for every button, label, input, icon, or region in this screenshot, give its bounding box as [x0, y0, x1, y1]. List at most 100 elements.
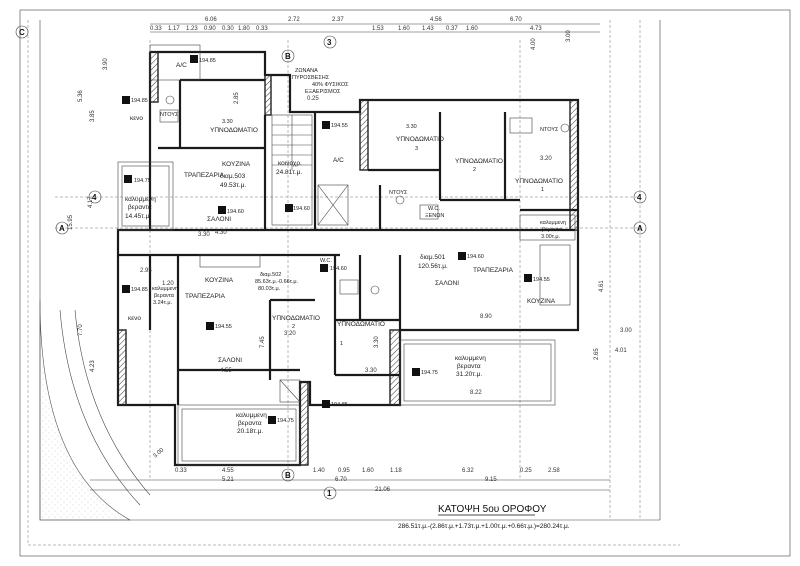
dim-top-5: 1.80 [238, 26, 250, 32]
dim-m-11: 4.30 [215, 230, 227, 236]
dim-m-0: 4.00 [531, 38, 537, 50]
dim-bot-1: 4.55 [222, 468, 234, 474]
veranda-1-b: βεραντα [128, 204, 152, 211]
diam501: διαμ.501 [420, 254, 446, 261]
axis-1-bottom: 1 [327, 489, 332, 498]
dim-m-8: 3.30 [365, 368, 377, 374]
zoni-2: ΠΥΡΟΣΒΕΣΗΣ [292, 75, 330, 81]
xenon: ΞΕΝΩΝ [425, 213, 444, 219]
dim-m-22: 4.17 [88, 196, 94, 208]
elev-194-85-b: 194.85 [131, 287, 148, 293]
veranda-2-a: καλυμμενη [540, 220, 566, 226]
dim-top-3: 0.90 [204, 26, 216, 32]
axis-bubbles [15, 25, 647, 500]
axis-labels: A A 4 4 B B 3 1 C [19, 28, 643, 498]
elev-194-55-r: 194.55 [533, 277, 550, 283]
bedroom-d-idx: 1 [541, 187, 544, 193]
sheet-border [19, 9, 791, 557]
koinoxr-area: 24.81τ.μ. [276, 169, 302, 176]
zoni-3: 40% ΦΥΣΙΚΟΣ [312, 82, 349, 88]
dim-bot-9: 0.25 [520, 468, 532, 474]
dim-bot-10: 2.58 [548, 468, 560, 474]
dim-top-11: 1.60 [398, 26, 410, 32]
kouzina-r: ΚΟΥΖΙΝΑ [527, 298, 556, 305]
keno-b: κενο [128, 315, 141, 322]
diam501-area: 120.56τ.μ. [418, 263, 448, 270]
veranda-5-a: καλυμμενη [455, 355, 486, 362]
diam502-area: 85.63τ.μ.-0.66τ.μ. [255, 279, 299, 285]
dimensions-misc: 4.00 3.00 3.00 4.01 3.00 8.90 8.22 3.20 … [68, 30, 632, 460]
dim-m-9: 3.20 [284, 331, 296, 337]
wc-small: W.C. [320, 258, 332, 264]
axis-A-left: A [59, 224, 65, 233]
dim-bot-7: 6.70 [335, 477, 347, 483]
bedroom-a: ΥΠΝΟΔΩΜΑΤΙΟ [210, 127, 258, 134]
dim-top-2: 1.23 [186, 26, 198, 32]
zoni-4: ΕΞΑΕΡΙΣΜΟΣ [305, 89, 341, 95]
elev-194-85-left: 194.85 [131, 98, 148, 104]
elev-small: 194.60 [330, 266, 347, 272]
saloni-r: ΣΑΛΟΝΙ [435, 280, 459, 287]
veranda-3-b: βεραντα [154, 293, 175, 299]
bedroom-d: ΥΠΝΟΔΩΜΑΤΙΟ [515, 178, 563, 185]
dim-bot-5: 1.60 [362, 468, 374, 474]
elev-194-55-502: 194.55 [215, 324, 232, 330]
trapezaria-top: ΤΡΑΠΕΖΑΡΙΑ [184, 172, 225, 179]
dim-top-7: 6.06 [205, 17, 217, 23]
diam503: διαμ.503 [220, 173, 246, 180]
axis-B-bottom: B [285, 471, 291, 480]
ntous-left: ΝΤΟΥΣ [160, 112, 179, 118]
veranda-4-area: 20.18τ.μ. [237, 428, 263, 435]
dim-bot-2: 5.21 [222, 477, 234, 483]
diam502-area2: 80.03τ.μ. [258, 286, 281, 292]
dim-m-20: 5.36 [78, 90, 84, 102]
kouzina-502: ΚΟΥΖΙΝΑ [205, 277, 234, 284]
zoni-1: ΖΩΝΑΝΑ [295, 68, 318, 74]
bedroom-e: ΥΠΝΟΔΩΜΑΤΙΟ [272, 315, 320, 322]
dim-top-4: 0.30 [222, 26, 234, 32]
dim-m-27: 0.25 [307, 96, 319, 102]
interior-walls [118, 78, 578, 405]
dim-top-0: 0.33 [150, 26, 162, 32]
axis-4-left: 4 [92, 193, 97, 202]
dim-top-12: 1.43 [422, 26, 434, 32]
dim-bot-0: 0.33 [175, 468, 187, 474]
dim-m-10: 4.55 [220, 368, 232, 374]
dimensions-top: 0.33 1.17 1.23 0.90 0.30 1.80 0.33 6.06 … [150, 17, 542, 32]
dim-top-10: 1.53 [372, 26, 384, 32]
dim-m-12: 3.30 [198, 232, 210, 238]
axis-3-top: 3 [327, 38, 332, 47]
axis-B-top: B [285, 52, 291, 61]
dim-bot-4: 0.95 [338, 468, 350, 474]
axis-4-right: 4 [637, 193, 642, 202]
axis-A-right: A [637, 224, 643, 233]
dim-m-4: 3.00 [152, 447, 165, 460]
dim-m-23: 7.70 [78, 324, 84, 336]
dim-bot-3: 1.40 [313, 468, 325, 474]
dim-bot-12: 21.06 [375, 487, 391, 493]
elev-194-75-r: 194.75 [421, 370, 438, 376]
dim-m-24: 4.23 [90, 360, 96, 372]
kouzina-top: ΚΟΥΖΙΝΑ [222, 161, 251, 168]
bedroom-f-idx: 1 [340, 341, 343, 347]
dim-top-1: 1.17 [168, 26, 180, 32]
dim-top-15: 4.56 [430, 17, 442, 23]
elevation-markers [122, 55, 532, 424]
dim-m-1: 3.00 [566, 30, 572, 42]
title-block: ΚΑΤΟΨΗ 5ου ΟΡΟΦΟΥ 286.51τ.μ.-(2.86τ.μ.+1… [398, 504, 570, 530]
dim-m-15: 7.45 [260, 336, 266, 348]
bedroom-e-idx: 2 [292, 324, 295, 330]
elev-194-60-mid: 194.60 [293, 206, 310, 212]
diam503-area: 49.53τ.μ. [220, 182, 246, 189]
dim-m-26: 2.85 [234, 92, 240, 104]
bedroom-330-a: 3.30 [222, 119, 233, 125]
veranda-3-area: 3.24τ.μ. [153, 300, 173, 306]
veranda-2-b: βεραντα [542, 227, 563, 233]
bedroom-b-num: 3.30 [406, 124, 417, 130]
dim-top-16: 6.70 [510, 17, 522, 23]
verandas [117, 44, 576, 466]
elev-194-75-b: 194.75 [277, 418, 294, 424]
outer-walls [116, 50, 580, 467]
grid-lines [55, 23, 640, 491]
